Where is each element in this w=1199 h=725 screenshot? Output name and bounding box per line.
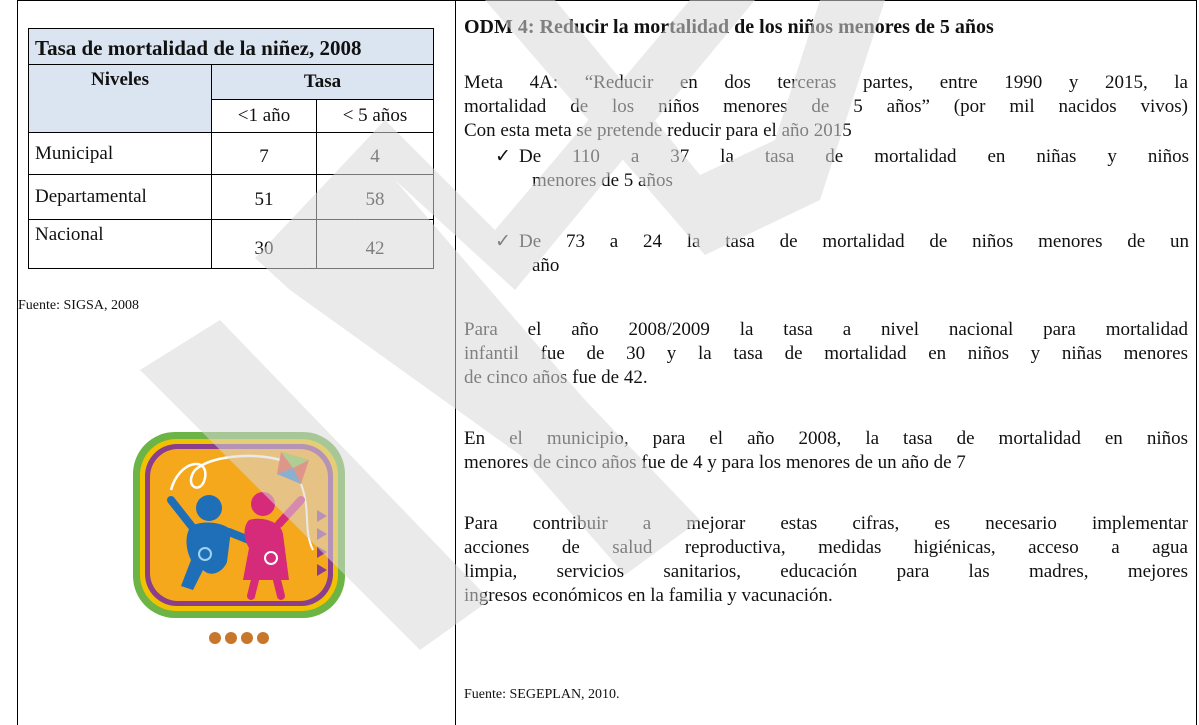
subheader-less-5: < 5 años <box>316 99 434 133</box>
check-item: ✓ De 73 a 24 la tasa de mortalidad de ni… <box>495 230 1189 278</box>
frame-top-border <box>17 0 1197 1</box>
right-source: Fuente: SEGEPLAN, 2010. <box>464 687 620 702</box>
check-line-2: año <box>532 255 560 276</box>
municipal-paragraph: En el municipio, para el año 2008, la ta… <box>464 427 1188 475</box>
row-lt5: 4 <box>316 132 434 175</box>
p4-line-2: acciones de salud reproductiva, medidas … <box>464 537 1188 558</box>
table-title: Tasa de mortalidad de la niñez, 2008 <box>28 28 434 65</box>
check-item: ✓ De 110 a 37 la tasa de mortalidad en n… <box>495 145 1189 193</box>
table-source: Fuente: SIGSA, 2008 <box>18 298 139 313</box>
p4-line-3: limpia, servicios sanitarios, educación … <box>464 561 1188 582</box>
checkmark-icon: ✓ <box>495 146 511 167</box>
meta-line-1: Meta 4A: “Reducir en dos terceras partes… <box>464 72 1188 93</box>
p3-line-2: menores de cinco años fue de 4 y para lo… <box>464 452 966 473</box>
frame-right-border <box>1196 0 1197 725</box>
odm-children-logo <box>133 432 345 644</box>
row-name: Departamental <box>28 174 212 220</box>
header-tasa: Tasa <box>211 64 434 100</box>
table-row: Nacional 30 42 <box>28 219 434 269</box>
check-line-1: De 73 a 24 la tasa de mortalidad de niño… <box>519 231 1189 252</box>
check-line-1: De 110 a 37 la tasa de mortalidad en niñ… <box>519 146 1189 167</box>
row-lt1: 7 <box>211 132 317 175</box>
p3-line-1: En el municipio, para el año 2008, la ta… <box>464 428 1188 449</box>
frame-left-border <box>17 0 18 725</box>
column-divider <box>455 0 456 725</box>
odm-title: ODM 4: Reducir la mortalidad de los niño… <box>464 16 994 38</box>
header-niveles: Niveles <box>28 64 212 133</box>
meta-paragraph: Meta 4A: “Reducir en dos terceras partes… <box>464 71 1188 143</box>
p4-line-1: Para contribuir a mejorar estas cifras, … <box>464 513 1188 534</box>
p2-line-3: de cinco años fue de 42. <box>464 367 648 388</box>
subheader-less-1: <1 año <box>211 99 317 133</box>
p2-line-1: Para el año 2008/2009 la tasa a nivel na… <box>464 319 1188 340</box>
check-line-2: menores de 5 años <box>532 170 673 191</box>
row-lt5: 42 <box>316 219 434 269</box>
p2-line-2: infantil fue de 30 y la tasa de mortalid… <box>464 343 1188 364</box>
meta-line-3: Con esta meta se pretende reducir para e… <box>464 120 852 141</box>
meta-line-2: mortalidad de los niños menores de 5 año… <box>464 96 1188 117</box>
table-row: Departamental 51 58 <box>28 174 434 220</box>
actions-paragraph: Para contribuir a mejorar estas cifras, … <box>464 512 1188 608</box>
row-name: Nacional <box>28 219 212 269</box>
row-name: Municipal <box>28 132 212 175</box>
row-lt5: 58 <box>316 174 434 220</box>
p4-line-4: ingresos económicos en la familia y vacu… <box>464 585 833 606</box>
national-paragraph: Para el año 2008/2009 la tasa a nivel na… <box>464 318 1188 390</box>
row-lt1: 51 <box>211 174 317 220</box>
mortality-table: Tasa de mortalidad de la niñez, 2008 Niv… <box>28 28 434 269</box>
row-lt1: 30 <box>211 219 317 269</box>
checkmark-icon: ✓ <box>495 231 511 252</box>
table-row: Municipal 7 4 <box>28 132 434 175</box>
